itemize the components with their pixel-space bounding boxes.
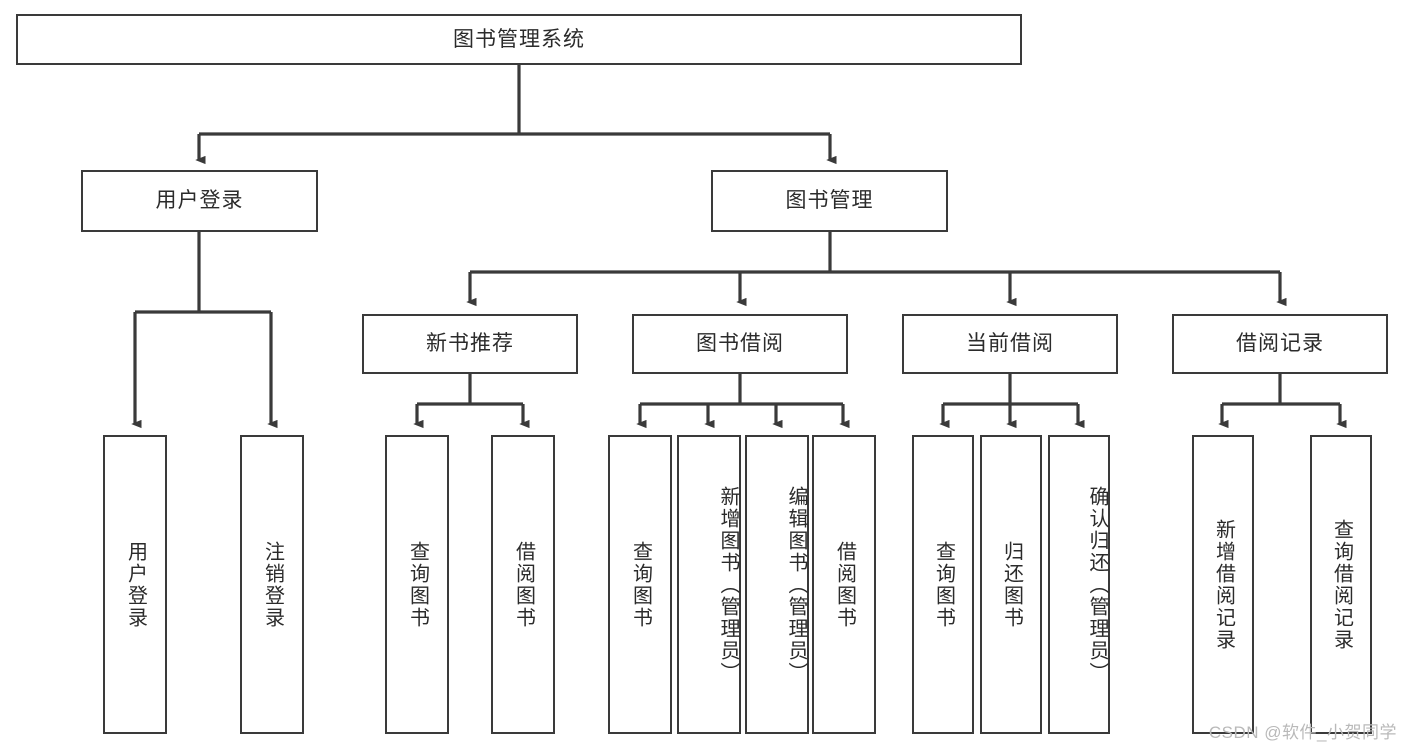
node-label: 确认归还（管理员） — [1086, 485, 1108, 684]
node-label: 新增图书（管理员） — [717, 485, 739, 684]
node-label: 注销登录 — [261, 540, 284, 629]
node-label: 图书管理 — [785, 189, 874, 213]
node-label: 查询图书 — [629, 540, 652, 629]
leaf-confirm-return-admin[interactable]: 确认归还（管理员） — [1048, 435, 1110, 734]
node-label: 图书借阅 — [696, 332, 784, 356]
node-root-book-management-system[interactable]: 图书管理系统 — [16, 14, 1022, 65]
node-label: 查询图书 — [932, 540, 955, 629]
connector-newbook-to-leaves — [417, 374, 523, 424]
leaf-query-book-current[interactable]: 查询图书 — [912, 435, 974, 734]
leaf-user-login[interactable]: 用户登录 — [103, 435, 167, 734]
node-current-borrow[interactable]: 当前借阅 — [902, 314, 1118, 374]
leaf-logout-login[interactable]: 注销登录 — [240, 435, 304, 734]
node-label: 借阅图书 — [833, 540, 856, 629]
node-label: 编辑图书（管理员） — [785, 485, 807, 684]
node-label: 查询图书 — [406, 540, 429, 629]
node-label: 用户登录 — [155, 189, 244, 213]
node-label: 查询借阅记录 — [1330, 518, 1353, 651]
node-label: 借阅记录 — [1236, 332, 1324, 356]
leaf-edit-book-admin[interactable]: 编辑图书（管理员） — [745, 435, 809, 734]
node-user-login[interactable]: 用户登录 — [81, 170, 318, 232]
node-label: 归还图书 — [1000, 540, 1023, 629]
connector-currentborrow-to-leaves — [943, 374, 1078, 424]
leaf-return-book[interactable]: 归还图书 — [980, 435, 1042, 734]
csdn-watermark: CSDN @软件_小贺同学 — [1208, 723, 1397, 742]
node-book-borrow[interactable]: 图书借阅 — [632, 314, 848, 374]
node-label: 当前借阅 — [966, 332, 1054, 356]
node-label: 新增借阅记录 — [1212, 518, 1235, 651]
node-new-book-recommend[interactable]: 新书推荐 — [362, 314, 578, 374]
node-borrow-record[interactable]: 借阅记录 — [1172, 314, 1388, 374]
node-label: 新书推荐 — [426, 332, 514, 356]
leaf-query-borrow-record[interactable]: 查询借阅记录 — [1310, 435, 1372, 734]
node-book-manage[interactable]: 图书管理 — [711, 170, 948, 232]
leaf-add-borrow-record[interactable]: 新增借阅记录 — [1192, 435, 1254, 734]
leaf-query-book-new-recommend[interactable]: 查询图书 — [385, 435, 449, 734]
connector-userlogin-to-leaves — [135, 232, 271, 424]
connector-root-to-level2 — [199, 65, 830, 160]
connector-borrowrecord-to-leaves — [1222, 374, 1340, 424]
leaf-borrow-book-new-recommend[interactable]: 借阅图书 — [491, 435, 555, 734]
leaf-add-book-admin[interactable]: 新增图书（管理员） — [677, 435, 741, 734]
connector-bookmanage-to-level3 — [470, 232, 1280, 302]
node-label: 用户登录 — [124, 540, 147, 629]
node-label: 借阅图书 — [512, 540, 535, 629]
connector-bookborrow-to-leaves — [640, 374, 843, 424]
leaf-borrow-book-borrow[interactable]: 借阅图书 — [812, 435, 876, 734]
leaf-query-book-borrow[interactable]: 查询图书 — [608, 435, 672, 734]
node-label: 图书管理系统 — [453, 27, 585, 51]
